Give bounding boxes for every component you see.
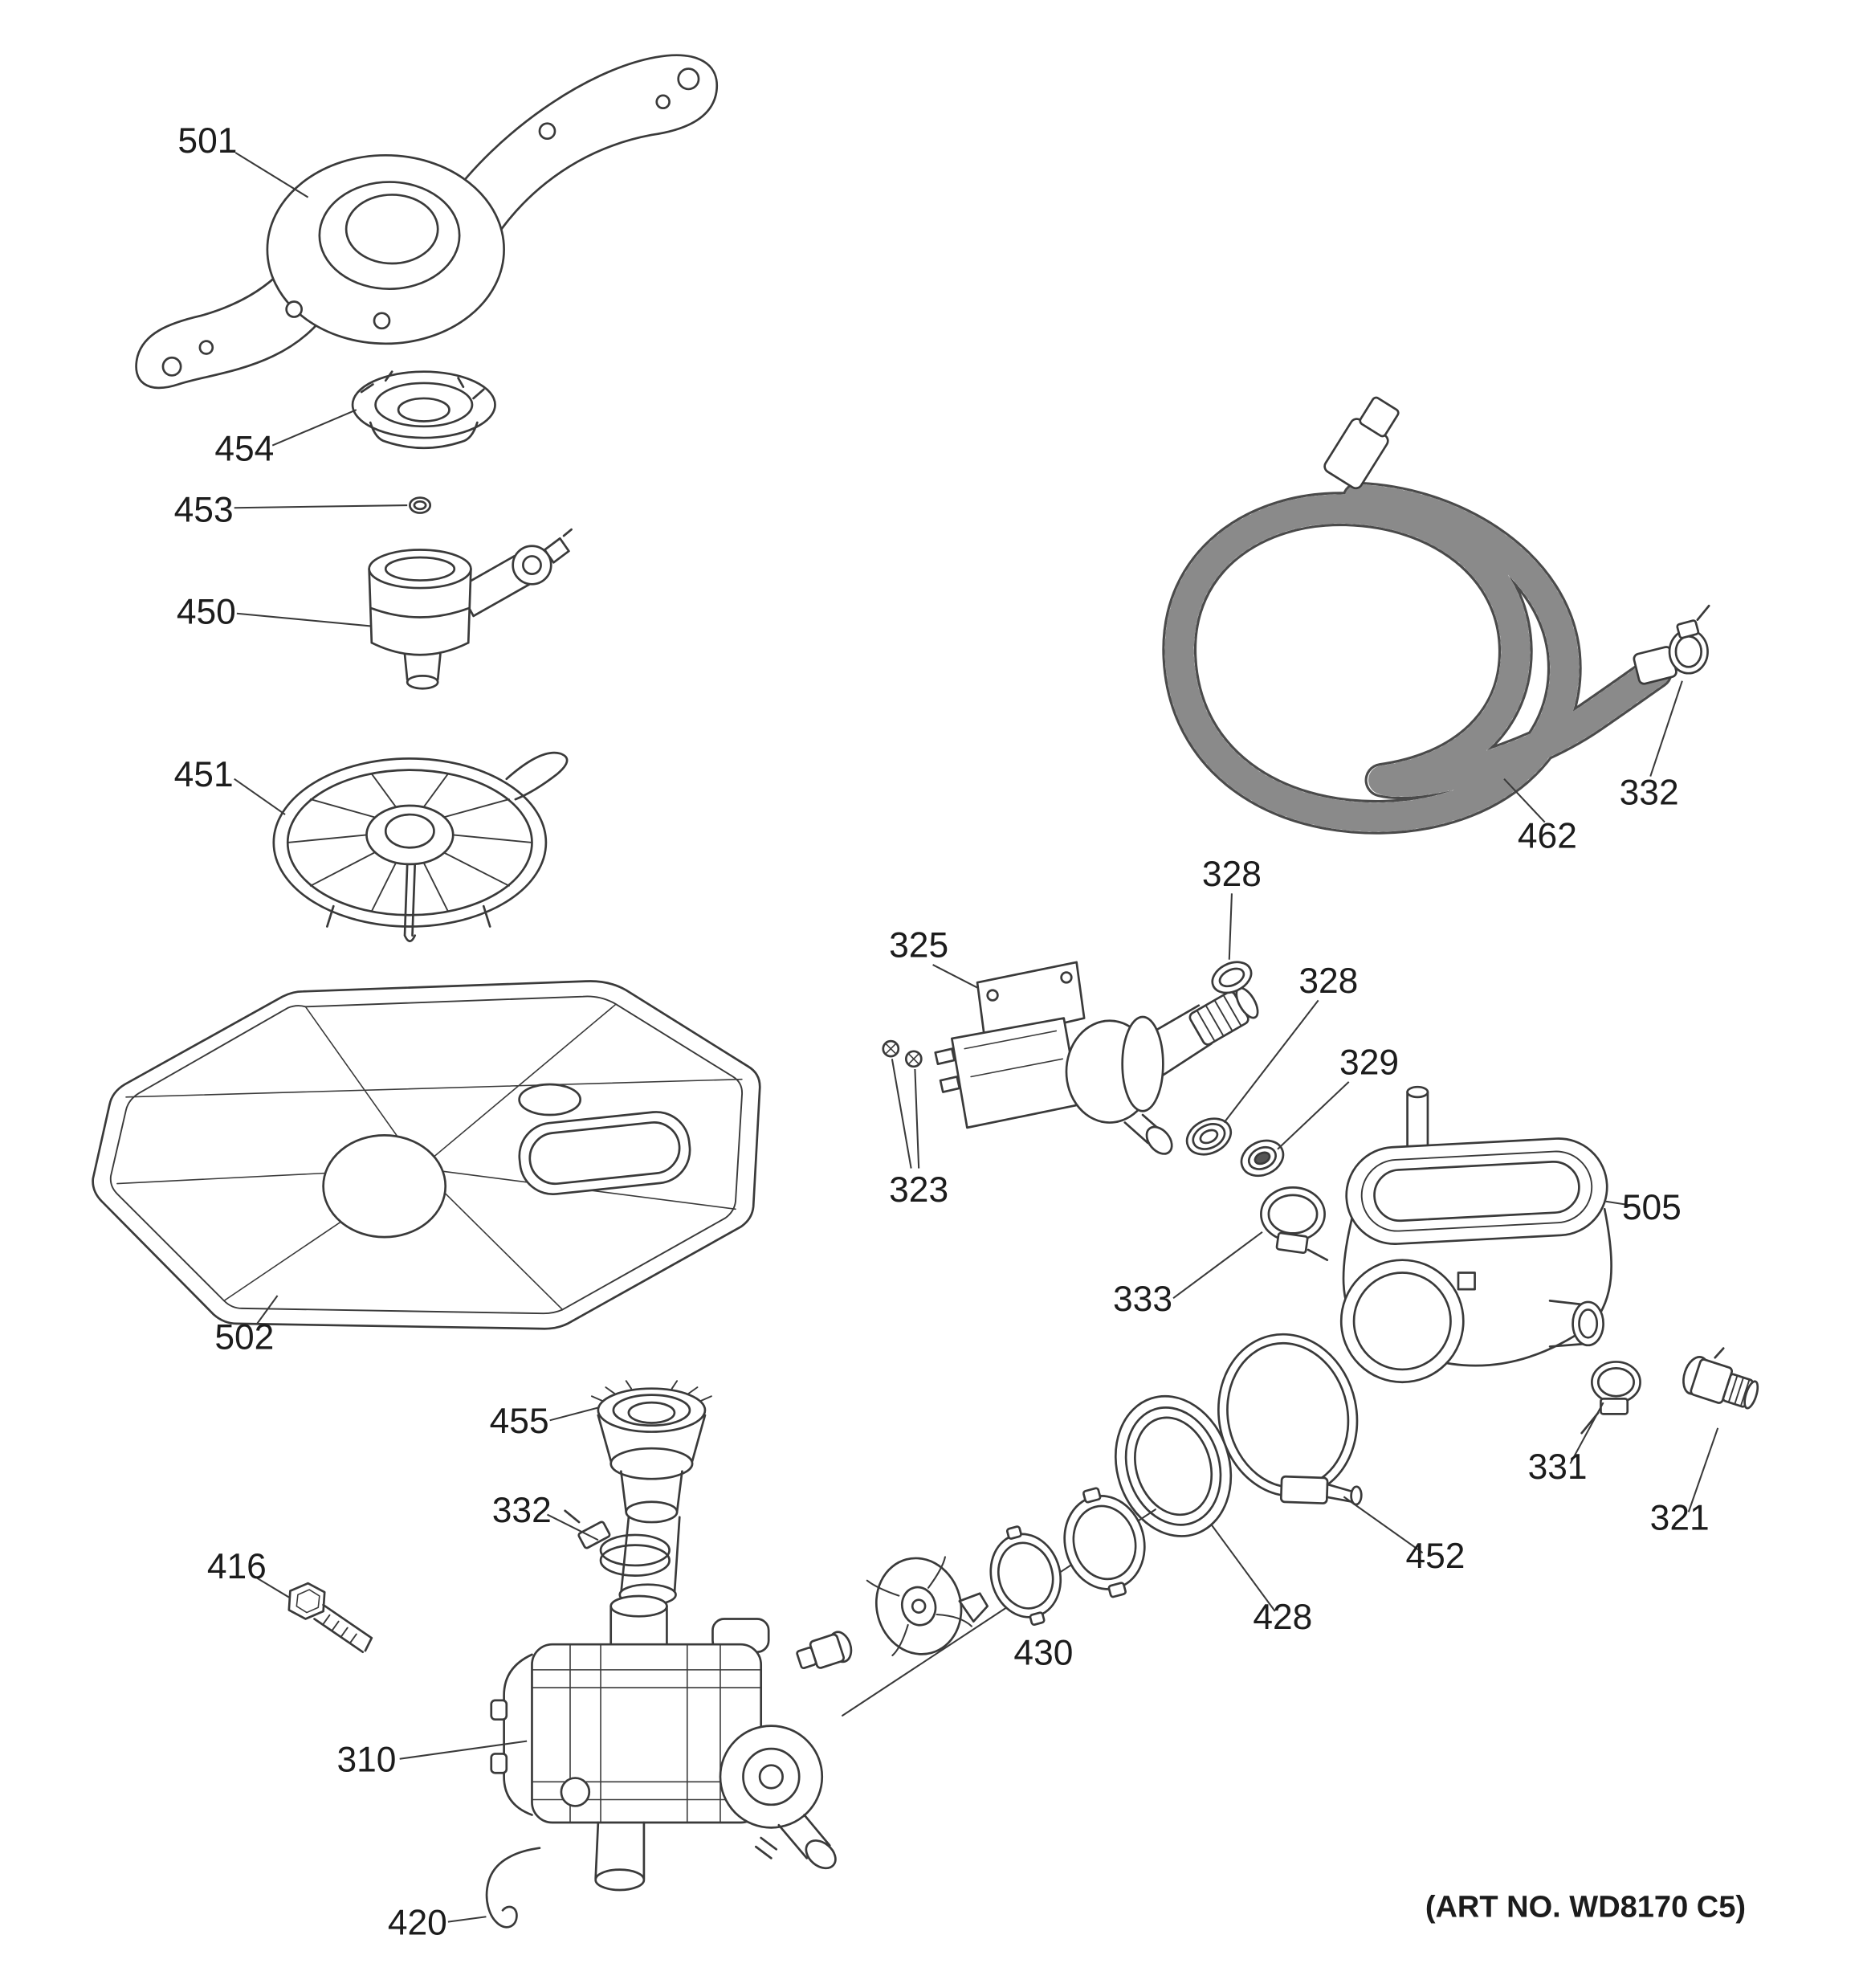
leader-331 xyxy=(1569,1402,1604,1464)
part-washer xyxy=(1185,1117,1233,1156)
callout-416: 416 xyxy=(207,1547,267,1586)
leader-428 xyxy=(1210,1524,1276,1612)
leader-501 xyxy=(234,152,309,198)
part-sump-housing xyxy=(1339,1085,1612,1384)
leader-502 xyxy=(256,1295,279,1325)
callout-328-upper: 328 xyxy=(1202,855,1262,894)
callout-325: 325 xyxy=(889,926,948,965)
callout-332-right: 332 xyxy=(1620,773,1679,812)
callout-430: 430 xyxy=(1013,1634,1073,1673)
leader-332a xyxy=(547,1513,599,1541)
part-screws xyxy=(882,1039,923,1068)
leader-310 xyxy=(399,1740,528,1760)
part-inlet-conduit xyxy=(368,528,573,690)
callout-501: 501 xyxy=(177,121,237,161)
leader-416 xyxy=(256,1577,290,1598)
part-motor-pump xyxy=(490,1594,837,1892)
part-seal-ring xyxy=(1114,1394,1233,1537)
callout-321: 321 xyxy=(1650,1499,1710,1538)
callout-505: 505 xyxy=(1622,1188,1682,1227)
leader-323-1 xyxy=(891,1059,912,1169)
callout-310: 310 xyxy=(336,1741,396,1780)
leader-452 xyxy=(1343,1496,1424,1553)
leader-323-2 xyxy=(914,1068,920,1169)
part-funnel xyxy=(590,1380,712,1606)
callout-451: 451 xyxy=(174,755,234,794)
leader-505 xyxy=(1605,1200,1640,1208)
part-filter-plate xyxy=(92,980,761,1330)
callout-455: 455 xyxy=(490,1402,549,1441)
part-spray-arm xyxy=(135,54,719,390)
part-clamp-331 xyxy=(1580,1361,1641,1435)
callout-454: 454 xyxy=(214,430,274,469)
leader-321 xyxy=(1687,1427,1719,1512)
part-bolt xyxy=(287,1582,373,1654)
callouts: 501 454 453 450 451 502 455 332 416 310 … xyxy=(174,121,1746,1942)
part-support-ring xyxy=(351,370,496,450)
leader-333 xyxy=(1172,1231,1263,1300)
callout-420: 420 xyxy=(388,1903,447,1942)
callout-333: 333 xyxy=(1113,1280,1172,1319)
part-hose-clamp-left xyxy=(564,1509,671,1577)
leader-455 xyxy=(549,1406,599,1422)
leader-451 xyxy=(234,778,286,815)
art-number: (ART NO. WD8170 C5) xyxy=(1425,1890,1746,1924)
callout-502: 502 xyxy=(214,1318,274,1357)
leader-420 xyxy=(447,1916,487,1923)
leader-328a xyxy=(1228,893,1233,960)
leader-453 xyxy=(234,504,408,509)
leader-325 xyxy=(932,964,978,989)
callout-450: 450 xyxy=(177,592,236,631)
part-water-valve xyxy=(934,961,1259,1155)
callout-331: 331 xyxy=(1528,1447,1588,1487)
part-filter-wheel xyxy=(272,751,569,943)
leader-329 xyxy=(1277,1081,1350,1150)
part-check-valve xyxy=(1682,1347,1759,1410)
leader-328b xyxy=(1223,999,1319,1124)
leader-450 xyxy=(236,612,372,627)
part-oring-453 xyxy=(409,496,432,514)
callout-328-lower: 328 xyxy=(1298,961,1358,1001)
callout-329: 329 xyxy=(1339,1043,1399,1082)
callout-323: 323 xyxy=(889,1170,948,1210)
callout-453: 453 xyxy=(174,491,234,530)
leader-332b xyxy=(1649,680,1683,777)
part-grommet xyxy=(1240,1139,1285,1178)
part-clamp-333 xyxy=(1260,1186,1329,1262)
part-wire-clip xyxy=(485,1847,541,1929)
part-hose-clamp-right xyxy=(1668,604,1710,675)
callout-462: 462 xyxy=(1518,816,1577,855)
part-clamp-452 xyxy=(1217,1333,1363,1506)
leader-454 xyxy=(271,409,357,447)
callout-332-left: 332 xyxy=(492,1491,552,1530)
part-impeller-group xyxy=(796,1487,1156,1717)
callout-428: 428 xyxy=(1253,1598,1312,1637)
part-drain-hose xyxy=(1162,396,1678,835)
part-oring-upper xyxy=(1211,961,1253,994)
leader-lines xyxy=(234,152,1719,1923)
leader-462 xyxy=(1503,778,1546,823)
callout-452: 452 xyxy=(1405,1537,1465,1576)
